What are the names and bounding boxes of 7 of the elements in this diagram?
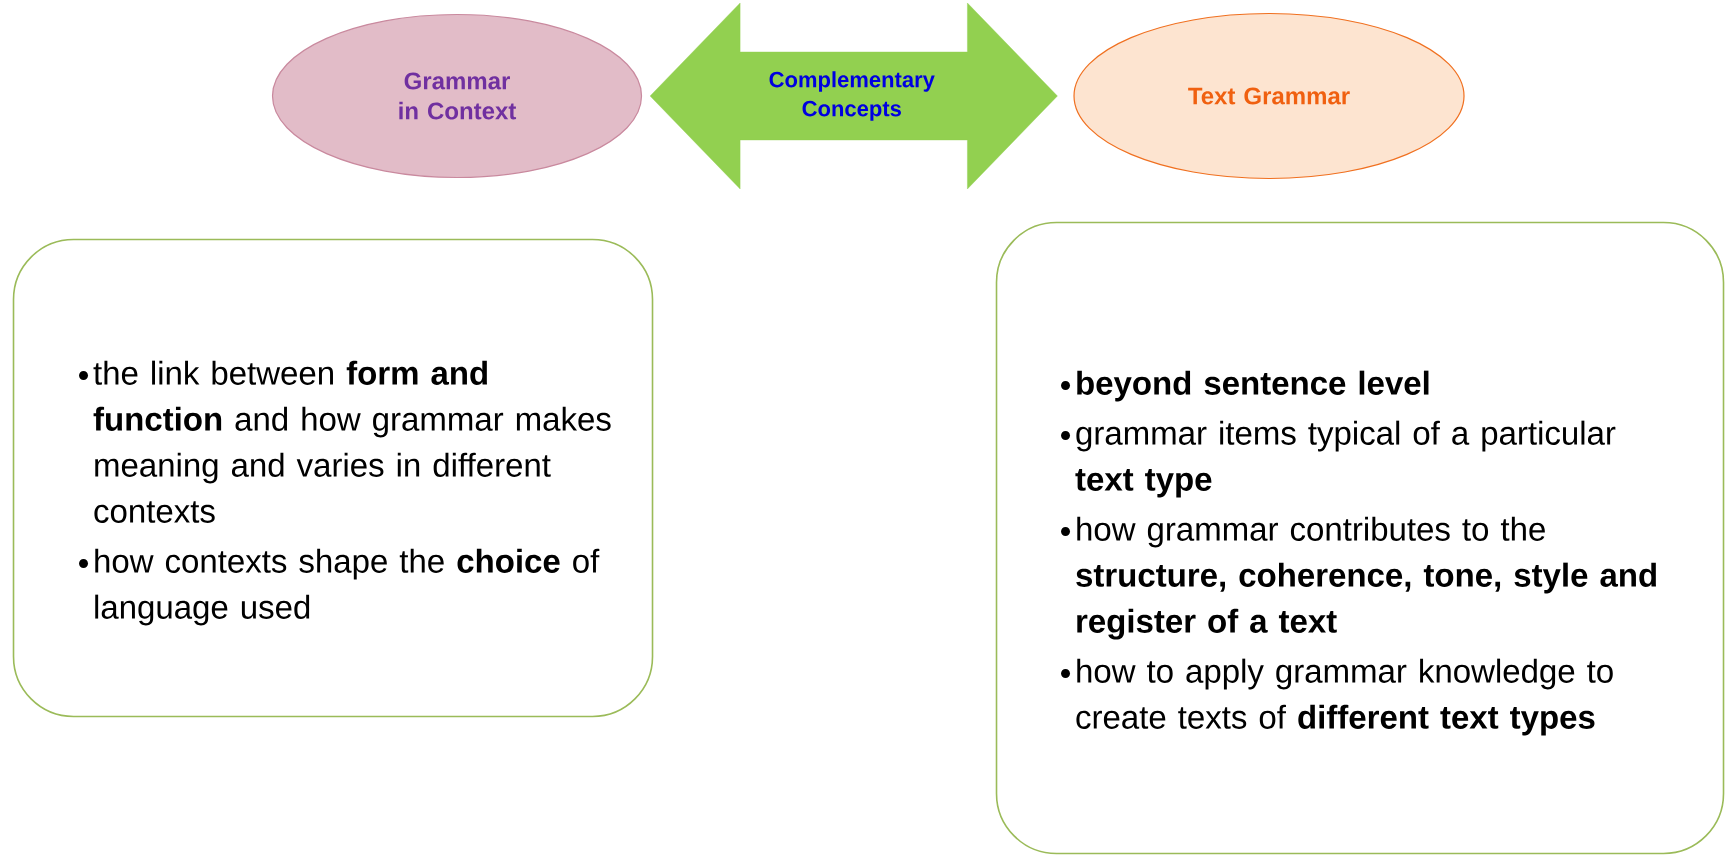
double-arrow	[649, 2, 1058, 190]
bullet-text: how contexts shape the choice of language used	[79, 548, 600, 626]
text-box	[12, 238, 654, 718]
text-box	[995, 221, 1725, 855]
bullet-text: how to apply grammar knowledge to create texts of different text types	[1061, 658, 1613, 736]
edge-label: Complementary Concepts	[769, 71, 935, 121]
bullet-text: beyond sentence level	[1061, 370, 1429, 402]
